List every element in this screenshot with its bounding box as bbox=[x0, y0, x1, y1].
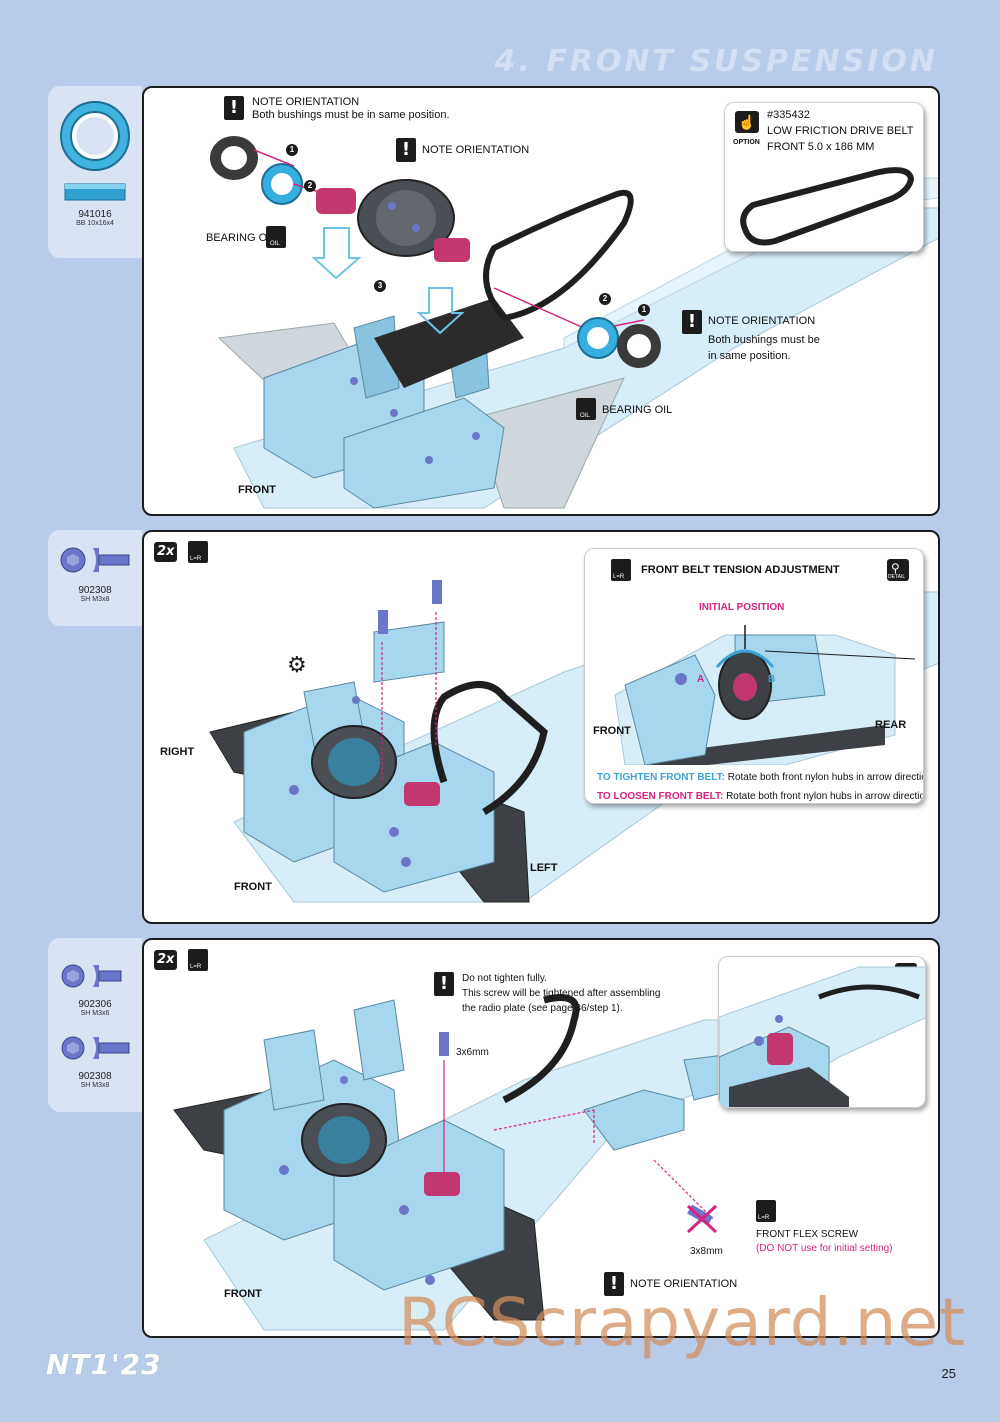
right-label: RIGHT bbox=[160, 746, 195, 758]
note-orientation-label: NOTE ORIENTATION bbox=[630, 1278, 738, 1290]
inset-front-label: FRONT bbox=[593, 725, 631, 737]
initial-position-label: INITIAL POSITION bbox=[699, 602, 785, 613]
front-label: FRONT bbox=[224, 1288, 262, 1300]
belt-tension-inset: L=R FRONT BELT TENSION ADJUSTMENT ⚲DETAI… bbox=[584, 548, 924, 804]
part-code: 902308 bbox=[78, 1071, 112, 1082]
parts-sidebar-step2: 902308 SH M3x8 bbox=[48, 530, 142, 626]
detail-inset: ⚲DETAIL bbox=[718, 956, 926, 1108]
page-title: 4. FRONT SUSPENSION bbox=[494, 44, 938, 79]
note-line1: Do not tighten fully. bbox=[462, 973, 547, 984]
button-head-screw-icon bbox=[61, 1036, 130, 1060]
bearing-oil-label: BEARING OIL bbox=[602, 404, 673, 416]
left-equals-right-icon: L=R bbox=[188, 949, 208, 971]
step2-panel: 2x L=R ⚙ RIGHT LEFT FRONT L=R FRONT BELT… bbox=[142, 530, 940, 924]
note1-title: NOTE ORIENTATION bbox=[252, 96, 360, 108]
step-number: 2 bbox=[599, 293, 611, 305]
page-number: 25 bbox=[941, 1366, 956, 1381]
bearing-oil-label: BEARING OIL bbox=[206, 232, 277, 244]
option-icon-label: OPTION bbox=[733, 139, 760, 146]
flex-screw-note: (DO NOT use for initial setting) bbox=[756, 1243, 893, 1254]
option-line1: LOW FRICTION DRIVE BELT bbox=[767, 125, 914, 137]
direction-a-label: A bbox=[697, 674, 705, 685]
step-number: 2 bbox=[304, 180, 316, 192]
magnifier-detail-icon: ⚲DETAIL bbox=[887, 559, 909, 581]
warning-icon: ! bbox=[604, 1272, 624, 1296]
warning-icon: ! bbox=[396, 138, 416, 162]
part-code: 941016 bbox=[78, 209, 112, 220]
front-diff-illustration bbox=[210, 136, 938, 509]
note3-line1: Both bushings must be bbox=[708, 334, 820, 346]
screw-size-label: 3x8mm bbox=[690, 1246, 723, 1257]
step1-panel: ! NOTE ORIENTATION Both bushings must be… bbox=[142, 86, 940, 516]
note3-title: NOTE ORIENTATION bbox=[708, 315, 816, 327]
note-line2: This screw will be tightened after assem… bbox=[462, 988, 661, 999]
gear-icon: ⚙ bbox=[287, 652, 307, 677]
detail-illustration bbox=[719, 966, 925, 1107]
quantity-badge: 2x bbox=[154, 950, 178, 970]
tighten-instruction: TO TIGHTEN FRONT BELT: Rotate both front… bbox=[597, 772, 924, 783]
note3-line2: in same position. bbox=[708, 350, 791, 362]
direction-b-label: B bbox=[768, 674, 776, 685]
left-equals-right-icon: L=R bbox=[188, 541, 208, 563]
left-label: LEFT bbox=[530, 862, 558, 874]
part-code: 902308 bbox=[78, 585, 112, 596]
tension-detail-illustration bbox=[614, 625, 916, 765]
step-number: 1 bbox=[638, 304, 650, 316]
warning-icon: ! bbox=[434, 972, 454, 996]
product-logo: NT1'23 bbox=[46, 1348, 162, 1381]
part-desc: SH M3x8 bbox=[80, 596, 110, 603]
front-label: FRONT bbox=[238, 484, 276, 496]
warning-icon: ! bbox=[224, 96, 244, 120]
note-line3: the radio plate (see page 36/step 1). bbox=[462, 1003, 623, 1014]
watermark: RCScrapyard.net bbox=[398, 1284, 966, 1361]
part-desc: SH M3x8 bbox=[80, 1082, 110, 1089]
bearing-icon bbox=[60, 101, 130, 201]
option-line2: FRONT 5.0 x 186 MM bbox=[767, 141, 875, 153]
step-number: 1 bbox=[286, 144, 298, 156]
left-equals-right-icon: L=R bbox=[756, 1200, 776, 1222]
inset-rear-label: REAR bbox=[875, 719, 907, 731]
quantity-badge: 2x bbox=[154, 542, 178, 562]
note2-text: NOTE ORIENTATION bbox=[422, 144, 530, 156]
left-equals-right-icon: L=R bbox=[611, 559, 631, 581]
step-number: 3 bbox=[374, 280, 386, 292]
thumbs-up-icon: ☝ bbox=[735, 111, 759, 133]
flex-screw-title: FRONT FLEX SCREW bbox=[756, 1229, 859, 1240]
warning-icon: ! bbox=[682, 310, 702, 334]
part-code: 902306 bbox=[78, 999, 112, 1010]
oil-icon: OIL bbox=[266, 226, 286, 248]
oil-icon: OIL bbox=[576, 398, 596, 420]
part-desc: SH M3x6 bbox=[80, 1010, 110, 1017]
part-desc: BB 10x16x4 bbox=[76, 220, 114, 227]
drive-belt-image bbox=[740, 167, 915, 246]
front-label: FRONT bbox=[234, 881, 272, 893]
parts-sidebar-step1: 941016 BB 10x16x4 bbox=[48, 86, 142, 258]
step3-panel: 2x L=R ! Do not tighten fully. This scre… bbox=[142, 938, 940, 1338]
parts-sidebar-step3: 902306 SH M3x6 902308 SH M3x8 bbox=[48, 938, 142, 1112]
option-inset: ☝ OPTION #335432 LOW FRICTION DRIVE BELT… bbox=[724, 102, 924, 252]
button-head-screw-icon bbox=[61, 964, 122, 988]
button-head-screw-icon bbox=[60, 547, 130, 573]
screw-size-label: 3x6mm bbox=[456, 1047, 489, 1058]
option-code: #335432 bbox=[767, 109, 810, 121]
loosen-instruction: TO LOOSEN FRONT BELT: Rotate both front … bbox=[597, 791, 924, 802]
note1-text: Both bushings must be in same position. bbox=[252, 109, 450, 121]
inset-title: FRONT BELT TENSION ADJUSTMENT bbox=[641, 564, 840, 576]
